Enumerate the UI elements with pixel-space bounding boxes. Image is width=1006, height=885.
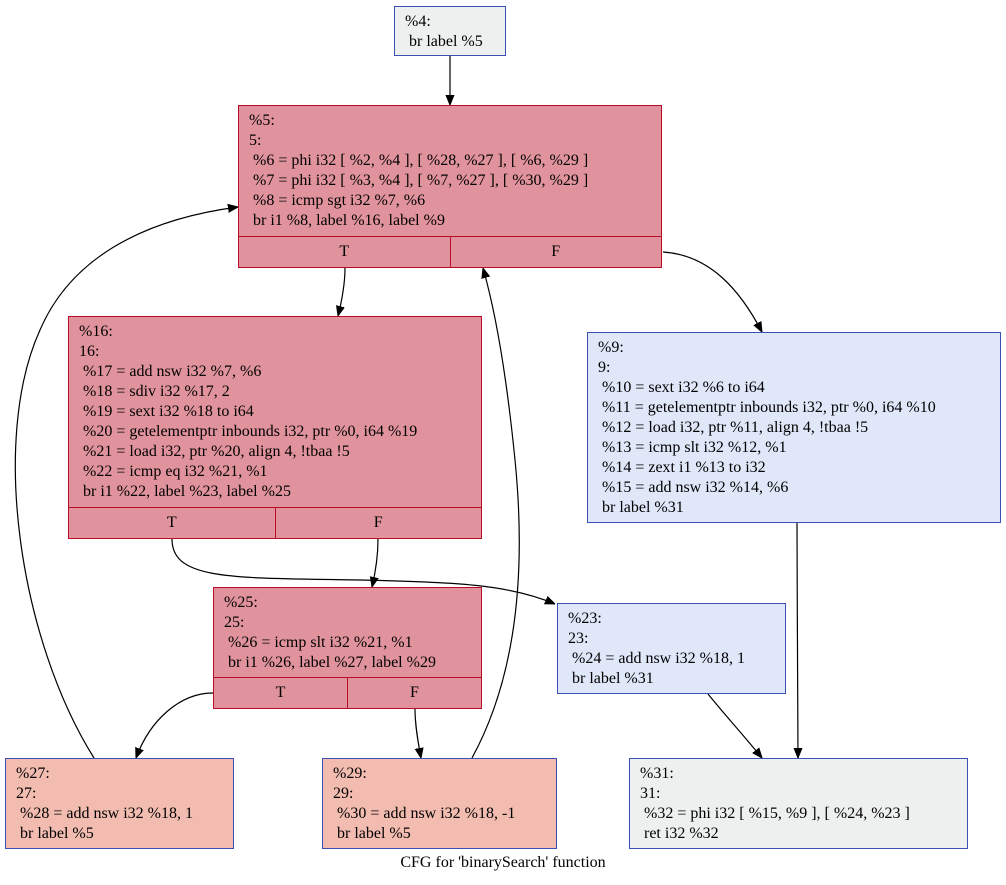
instruction-line: br label %31 xyxy=(568,670,654,687)
instruction-line: %13 = icmp slt i32 %12, %1 xyxy=(598,439,787,456)
instruction-line: 16: xyxy=(79,343,100,360)
true-branch-port[interactable]: T xyxy=(339,243,350,260)
instruction-line: %32 = phi i32 [ %15, %9 ], [ %24, %23 ] xyxy=(640,805,910,822)
block-label: %27: xyxy=(16,765,50,782)
block-5-branch-ports: T F xyxy=(239,236,661,267)
graph-caption: CFG for 'binarySearch' function xyxy=(400,854,606,871)
true-branch-port[interactable]: T xyxy=(275,684,286,701)
edge-5-true-to-16 xyxy=(338,267,346,316)
instruction-line: br i1 %26, label %27, label %29 xyxy=(224,654,436,671)
edge-23-to-31 xyxy=(707,693,762,758)
instruction-line: ret i32 %32 xyxy=(640,825,719,842)
basic-block-25[interactable]: %25: 25: %26 = icmp slt i32 %21, %1 br i1… xyxy=(213,587,482,709)
edge-25-false-to-29 xyxy=(414,708,421,758)
block-label: %29: xyxy=(333,765,367,782)
instruction-line: 25: xyxy=(224,614,245,631)
edge-16-true-to-23 xyxy=(171,538,555,605)
block-23-code: %23: 23: %24 = add nsw i32 %18, 1 br labe… xyxy=(558,604,785,689)
instruction-line: br label %5 xyxy=(405,33,483,50)
block-9-code: %9: 9: %10 = sext i32 %6 to i64 %11 = get… xyxy=(588,333,1000,518)
edge-9-to-31 xyxy=(797,522,798,758)
block-label: %16: xyxy=(79,323,113,340)
block-label: %23: xyxy=(568,610,602,627)
instruction-line: %19 = sext i32 %18 to i64 xyxy=(79,403,254,420)
instruction-line: 23: xyxy=(568,630,589,647)
basic-block-5[interactable]: %5: 5: %6 = phi i32 [ %2, %4 ], [ %28, %2… xyxy=(238,105,662,268)
instruction-line: %14 = zext i1 %13 to i32 xyxy=(598,459,766,476)
block-16-code: %16: 16: %17 = add nsw i32 %7, %6 %18 = s… xyxy=(69,317,481,502)
instruction-line: %28 = add nsw i32 %18, 1 xyxy=(16,805,194,822)
instruction-line: 9: xyxy=(598,359,611,376)
instruction-line: %7 = phi i32 [ %3, %4 ], [ %7, %27 ], [ … xyxy=(249,172,589,189)
instruction-line: 5: xyxy=(249,132,262,149)
true-branch-port[interactable]: T xyxy=(166,514,177,531)
block-29-code: %29: 29: %30 = add nsw i32 %18, -1 br lab… xyxy=(323,759,556,844)
instruction-line: %6 = phi i32 [ %2, %4 ], [ %28, %27 ], [… xyxy=(249,152,589,169)
edge-16-false-to-25 xyxy=(372,538,378,587)
basic-block-23[interactable]: %23: 23: %24 = add nsw i32 %18, 1 br labe… xyxy=(557,603,786,694)
basic-block-9[interactable]: %9: 9: %10 = sext i32 %6 to i64 %11 = get… xyxy=(587,332,1001,523)
instruction-line: br label %5 xyxy=(16,825,94,842)
basic-block-29[interactable]: %29: 29: %30 = add nsw i32 %18, -1 br lab… xyxy=(322,758,557,849)
instruction-line: 29: xyxy=(333,785,354,802)
instruction-line: %30 = add nsw i32 %18, -1 xyxy=(333,805,516,822)
instruction-line: br label %5 xyxy=(333,825,411,842)
edge-29-to-5 xyxy=(471,268,520,759)
instruction-line: %15 = add nsw i32 %14, %6 xyxy=(598,479,789,496)
instruction-line: 31: xyxy=(640,785,661,802)
block-label: %31: xyxy=(640,765,674,782)
instruction-line: %10 = sext i32 %6 to i64 xyxy=(598,379,765,396)
edge-27-to-5 xyxy=(14,207,238,759)
edge-5-false-to-9 xyxy=(662,251,762,332)
instruction-line: %22 = icmp eq i32 %21, %1 xyxy=(79,463,268,480)
instruction-line: br i1 %22, label %23, label %25 xyxy=(79,483,291,500)
block-31-code: %31: 31: %32 = phi i32 [ %15, %9 ], [ %24… xyxy=(630,759,967,844)
false-branch-port[interactable]: F xyxy=(347,678,481,708)
instruction-line: br label %31 xyxy=(598,499,684,516)
block-label: %9: xyxy=(598,339,624,356)
block-25-code: %25: 25: %26 = icmp slt i32 %21, %1 br i1… xyxy=(214,588,481,673)
instruction-line: 27: xyxy=(16,785,37,802)
block-25-branch-ports: T F xyxy=(214,677,481,708)
false-branch-port[interactable]: F xyxy=(449,237,662,267)
instruction-line: %20 = getelementptr inbounds i32, ptr %0… xyxy=(79,423,418,440)
block-label: %5: xyxy=(249,112,275,129)
block-label: %4: xyxy=(405,13,431,30)
instruction-line: %11 = getelementptr inbounds i32, ptr %0… xyxy=(598,399,936,416)
instruction-line: %18 = sdiv i32 %17, 2 xyxy=(79,383,230,400)
instruction-line: %17 = add nsw i32 %7, %6 xyxy=(79,363,262,380)
instruction-line: %12 = load i32, ptr %11, align 4, !tbaa … xyxy=(598,419,869,436)
false-branch-port[interactable]: F xyxy=(274,508,482,538)
instruction-line: %21 = load i32, ptr %20, align 4, !tbaa … xyxy=(79,443,350,460)
instruction-line: %26 = icmp slt i32 %21, %1 xyxy=(224,634,413,651)
block-16-branch-ports: T F xyxy=(69,507,481,538)
block-4-code: %4: br label %5 xyxy=(395,7,505,52)
instruction-line: %24 = add nsw i32 %18, 1 xyxy=(568,650,746,667)
instruction-line: %8 = icmp sgt i32 %7, %6 xyxy=(249,192,426,209)
basic-block-16[interactable]: %16: 16: %17 = add nsw i32 %7, %6 %18 = s… xyxy=(68,316,482,539)
block-27-code: %27: 27: %28 = add nsw i32 %18, 1 br labe… xyxy=(6,759,233,844)
basic-block-27[interactable]: %27: 27: %28 = add nsw i32 %18, 1 br labe… xyxy=(5,758,234,849)
basic-block-4[interactable]: %4: br label %5 xyxy=(394,6,506,56)
block-5-code: %5: 5: %6 = phi i32 [ %2, %4 ], [ %28, %2… xyxy=(239,106,661,231)
block-label: %25: xyxy=(224,594,258,611)
edge-25-true-to-27 xyxy=(136,692,214,758)
basic-block-31[interactable]: %31: 31: %32 = phi i32 [ %15, %9 ], [ %24… xyxy=(629,758,968,849)
instruction-line: br i1 %8, label %16, label %9 xyxy=(249,212,445,229)
